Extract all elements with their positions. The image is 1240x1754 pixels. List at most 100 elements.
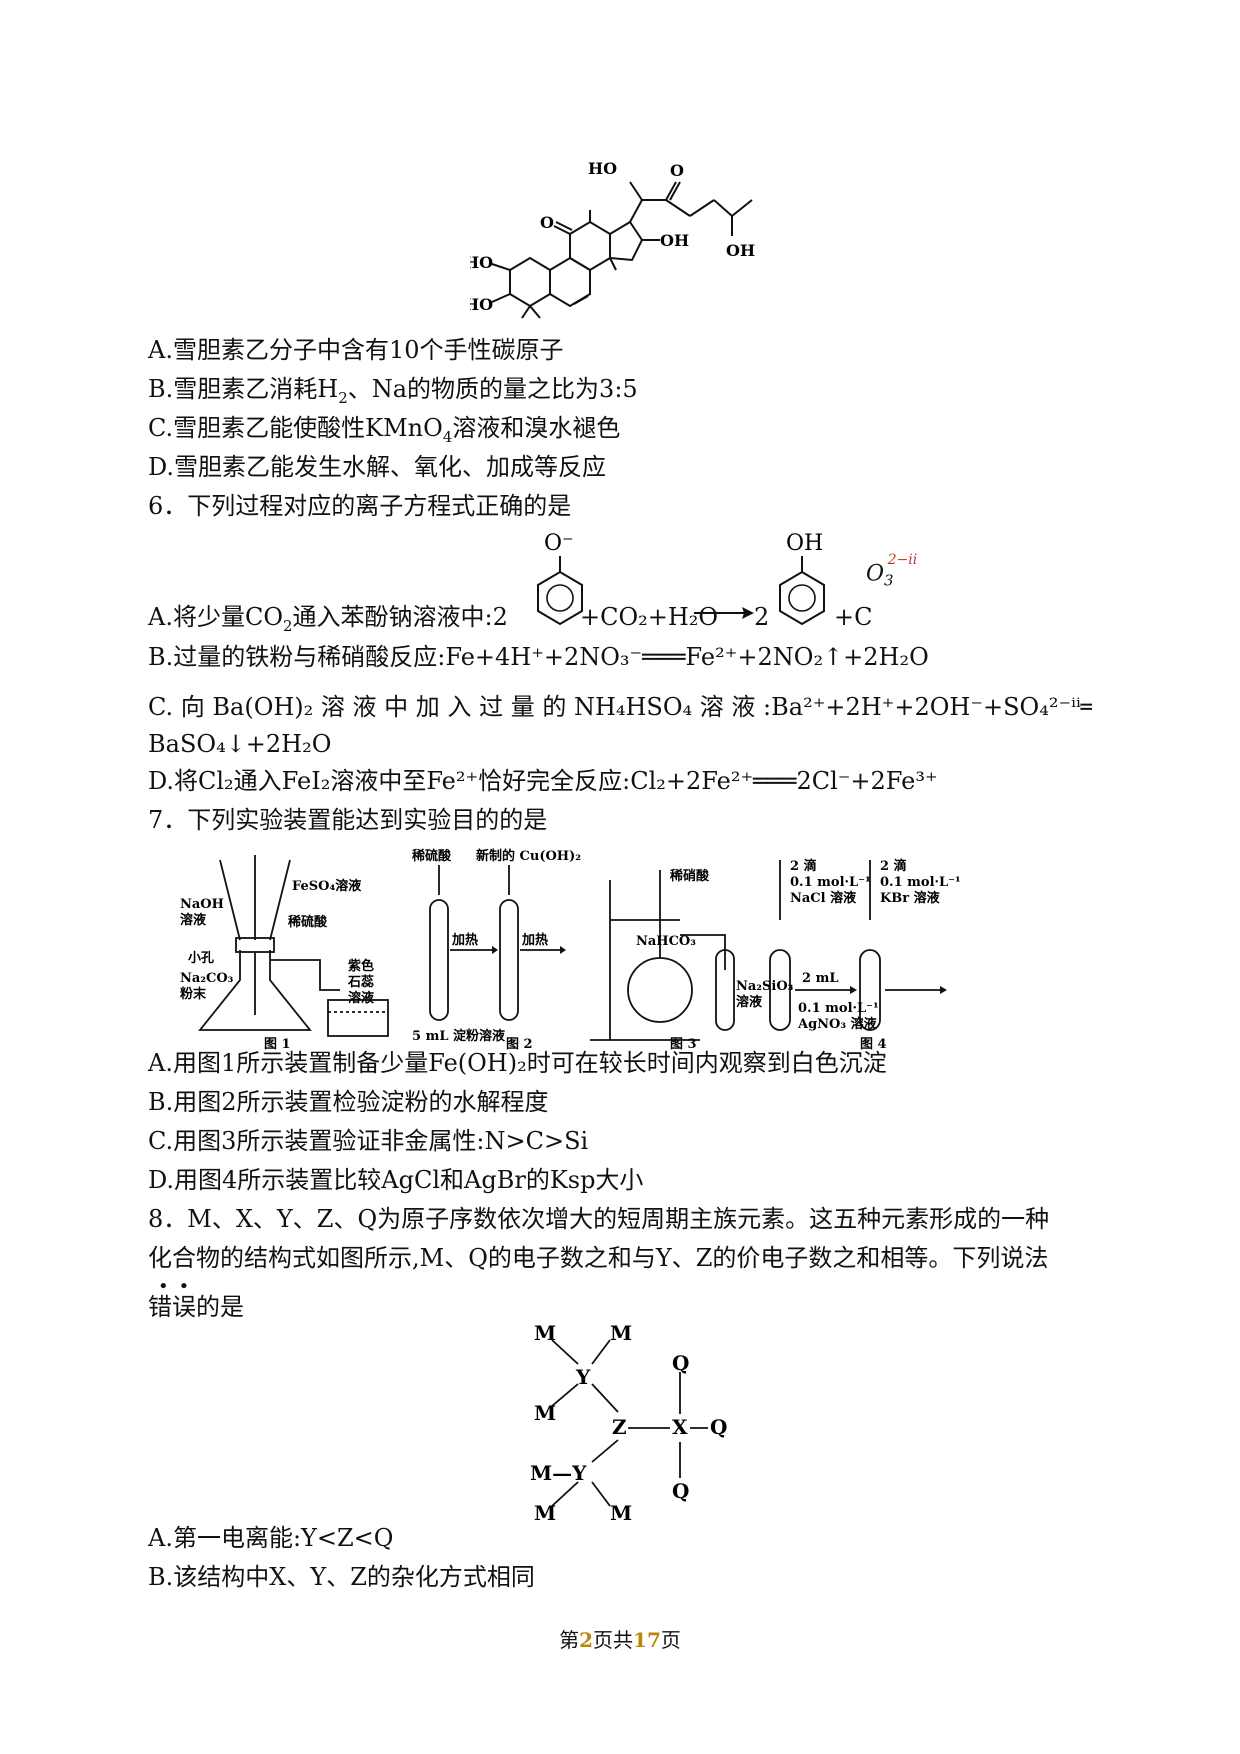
q5-option-d: D.雪胆素乙能发生水解、氧化、加成等反应 xyxy=(148,453,607,481)
fig1-naoh: NaOH xyxy=(180,897,224,912)
fig3-na2sio3: Na₂SiO₃ xyxy=(736,979,794,994)
fig2-heat1: 加热 xyxy=(451,932,478,948)
fig3-caption: 图 3 xyxy=(670,1037,697,1050)
fig4-conc1: 0.1 mol·L⁻¹ xyxy=(790,875,871,890)
q6-a-mid: 通入苯酚钠溶液中:2 xyxy=(292,603,508,631)
fig3-hno3: 稀硝酸 xyxy=(670,868,710,884)
fig4-caption: 图 4 xyxy=(860,1037,887,1050)
footer-page-number: 2 xyxy=(579,1628,594,1652)
q5-option-b: B.雪胆素乙消耗H2、Na的物质的量之比为3:5 xyxy=(148,372,638,415)
fig1-naoh2: 溶液 xyxy=(180,912,206,928)
q6-option-a: A.将少量CO2通入苯酚钠溶液中:2 xyxy=(148,600,508,643)
fig4-drops2: 2 滴 xyxy=(880,858,907,874)
struct-m-3: M xyxy=(534,1401,556,1425)
fig1-caption: 图 1 xyxy=(264,1037,291,1050)
struct-my: M—Y xyxy=(530,1461,587,1485)
struct-m-1: M xyxy=(534,1321,556,1345)
q8-stem-1: 8．M、X、Y、Z、Q为原子序数依次增大的短周期主族元素。这五种元素形成的一种 xyxy=(148,1205,1050,1233)
fig1-powder: 粉末 xyxy=(180,986,207,1002)
struct-x: X xyxy=(672,1415,688,1439)
footer-post: 页 xyxy=(660,1628,681,1652)
fig4-conc2: 0.1 mol·L⁻¹ xyxy=(880,875,961,890)
fig2-starch: 5 mL 淀粉溶液 xyxy=(412,1028,505,1044)
fig4-kbr: KBr 溶液 xyxy=(880,890,940,906)
q7-stem: 7．下列实验装置能达到实验目的的是 xyxy=(148,806,548,834)
q5-c-post: 溶液和溴水褪色 xyxy=(452,414,621,442)
fig1-acid: 稀硫酸 xyxy=(288,914,328,930)
q5-c-pre: C.雪胆素乙能使酸性KMnO xyxy=(148,414,443,442)
experiment-figures: FeSO₄溶液 NaOH 溶液 稀硫酸 小孔 Na₂CO₃ 粉末 紫色 石蕊 溶… xyxy=(180,840,1080,1050)
fig4-ml: 2 mL xyxy=(802,971,838,986)
struct-m-2: M xyxy=(610,1321,632,1345)
fig3-nahco3: NaHCO₃ xyxy=(636,934,696,949)
q6-stem: 6．下列过程对应的离子方程式正确的是 xyxy=(148,492,572,520)
q5-option-c: C.雪胆素乙能使酸性KMnO4溶液和溴水褪色 xyxy=(148,411,620,454)
carbonate-ion-label: O3 2−ii xyxy=(866,552,923,590)
compound-structure: M M Y Q M Z X Q M—Y Q M M xyxy=(530,1320,730,1520)
q6-a-two: 2 xyxy=(754,603,770,631)
struct-q-1: Q xyxy=(672,1351,689,1375)
q6-a-sub: 2 xyxy=(283,616,293,635)
phenol-label: OH xyxy=(786,531,823,556)
struct-m-5: M xyxy=(610,1501,632,1520)
mol-ho-left2: HO xyxy=(470,295,493,314)
footer-pre: 第 xyxy=(559,1628,580,1652)
q6-option-d: D.将Cl₂通入FeI₂溶液中至Fe²⁺恰好完全反应:Cl₂+2Fe²⁺═══2… xyxy=(148,767,938,795)
q5-b-sub: 2 xyxy=(338,388,348,407)
fig2-cuoh: 新制的 Cu(OH)₂ xyxy=(476,848,581,864)
struct-q-3: Q xyxy=(672,1479,689,1503)
q8-stem-3: 错误的是 xyxy=(148,1293,244,1321)
struct-z: Z xyxy=(612,1415,627,1439)
q6-option-c-line2: BaSO₄↓+2H₂O xyxy=(148,730,332,758)
q5-option-a: A.雪胆素乙分子中含有10个手性碳原子 xyxy=(148,336,564,364)
struct-q-2: Q xyxy=(710,1415,727,1439)
q6-option-c-line1: C. 向 Ba(OH)₂ 溶 液 中 加 入 过 量 的 NH₄HSO₄ 溶 液… xyxy=(148,693,1092,721)
phenoxide-label: O⁻ xyxy=(544,531,574,556)
fig4-conc3: 0.1 mol·L⁻¹ xyxy=(798,1001,879,1016)
page-footer: 第2页共17页 xyxy=(0,1624,1240,1653)
fig2-heat2: 加热 xyxy=(521,932,548,948)
q8-option-b: B.该结构中X、Y、Z的杂化方式相同 xyxy=(148,1563,535,1591)
footer-total-pages: 17 xyxy=(633,1628,661,1652)
q6-option-b: B.过量的铁粉与稀硝酸反应:Fe+4H⁺+2NO₃⁻═══Fe²⁺+2NO₂↑+… xyxy=(148,643,929,671)
q6-a-pre: A.将少量CO xyxy=(148,603,283,631)
struct-y-1: Y xyxy=(575,1365,591,1389)
phenoxide-structure: O⁻ xyxy=(530,528,590,638)
footer-mid: 页共 xyxy=(593,1628,634,1652)
q8-option-a: A.第一电离能:Y<Z<Q xyxy=(148,1524,394,1552)
q5-b-post: 、Na的物质的量之比为3:5 xyxy=(347,375,638,403)
co3-sup: 2−ii xyxy=(887,552,918,568)
fig1-na2co3: Na₂CO₃ xyxy=(180,971,234,986)
fig1-hole: 小孔 xyxy=(188,951,214,966)
q5-b-pre: B.雪胆素乙消耗H xyxy=(148,375,339,403)
q7-option-d: D.用图4所示装置比较AgCl和AgBr的Ksp大小 xyxy=(148,1166,644,1194)
fig4-nacl: NaCl 溶液 xyxy=(790,890,856,906)
co3-sub: 3 xyxy=(884,571,894,590)
mol-oh-ring: OH xyxy=(660,231,689,250)
fig3-sol: 溶液 xyxy=(736,994,762,1010)
mol-o-top: O xyxy=(670,161,684,180)
phenol-structure: OH xyxy=(772,528,842,638)
emphasis-dots: •• xyxy=(158,1276,200,1297)
mol-ho-left1: HO xyxy=(470,253,493,272)
q7-option-b: B.用图2所示装置检验淀粉的水解程度 xyxy=(148,1088,549,1116)
fig4-agno3: AgNO₃ 溶液 xyxy=(797,1016,877,1032)
fig4-drops1: 2 滴 xyxy=(790,858,817,874)
fig2-caption: 图 2 xyxy=(506,1037,533,1050)
q5-c-sub: 4 xyxy=(442,427,453,446)
fig1-litmus1: 紫色 xyxy=(348,958,374,974)
fig2-acid: 稀硫酸 xyxy=(412,848,452,864)
mol-oh-right: OH xyxy=(726,241,755,260)
q7-option-a: A.用图1所示装置制备少量Fe(OH)₂时可在较长时间内观察到白色沉淀 xyxy=(148,1049,887,1077)
q7-option-c: C.用图3所示装置验证非金属性:N>C>Si xyxy=(148,1127,589,1155)
struct-m-4: M xyxy=(534,1501,556,1520)
q8-stem-2: 化合物的结构式如图所示,M、Q的电子数之和与Y、Z的价电子数之和相等。下列说法 xyxy=(148,1244,1049,1272)
mol-ho-top: HO xyxy=(588,160,617,178)
fig1-litmus3: 溶液 xyxy=(348,990,374,1006)
co3-o: O xyxy=(866,561,885,587)
mol-o-ring: O xyxy=(540,213,554,232)
q6-a-c: +C xyxy=(834,603,873,631)
q6-a-eq: +CO₂+H₂O xyxy=(580,603,719,631)
reaction-arrow xyxy=(694,605,754,621)
fig1-feso4: FeSO₄溶液 xyxy=(292,878,361,894)
